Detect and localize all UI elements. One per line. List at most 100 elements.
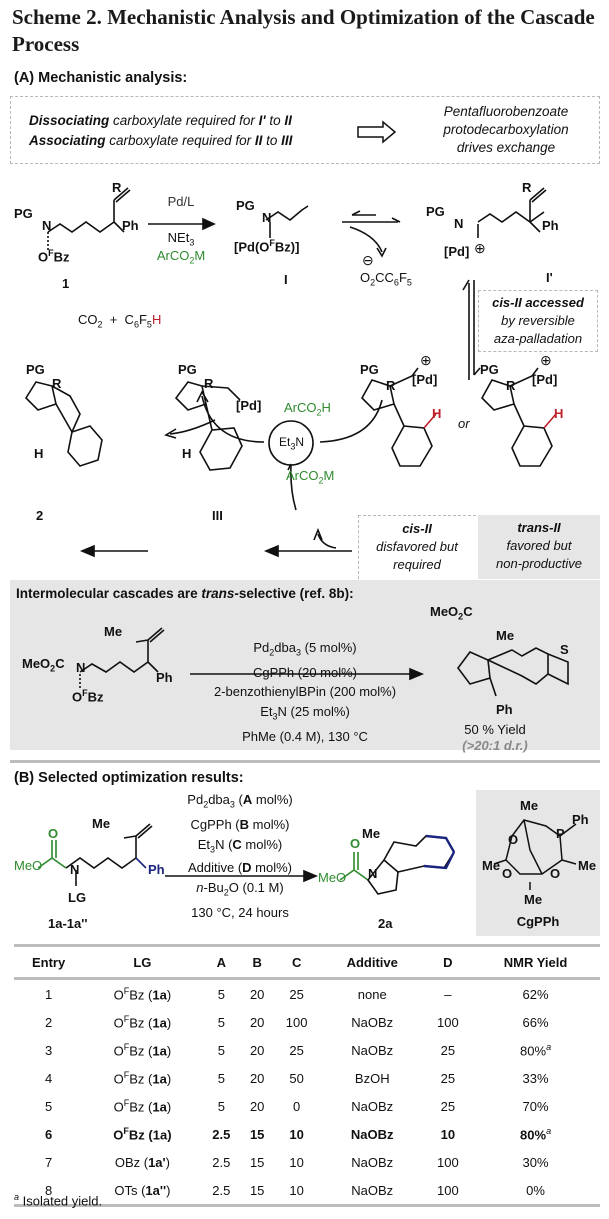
product-meo: MeO <box>318 870 347 885</box>
cell-c: 0 <box>293 1098 301 1114</box>
label-pd-ofbz: [Pd(OFBz)] <box>234 238 300 255</box>
label-r-III: R <box>204 376 214 391</box>
cell-yield: 33% <box>522 1070 549 1086</box>
header-a: A <box>201 944 242 980</box>
trans-charge-icon: ⊕ <box>540 352 552 368</box>
cell-entry: 5 <box>44 1098 53 1114</box>
optimization-conditions-bottom: Additive (D mol%) n-Bu2O (0.1 M) 130 °C,… <box>187 860 293 920</box>
substrate-carbonyl-o: O <box>48 826 59 841</box>
cell-c: 10 <box>289 1154 304 1170</box>
cell-b: 20 <box>249 1070 265 1086</box>
cell-b: 20 <box>249 1042 265 1058</box>
cell-d: 10 <box>440 1126 456 1142</box>
compound-label-III: III <box>212 508 223 523</box>
compound-1-bonds <box>47 187 131 233</box>
cell-entry: 6 <box>44 1126 53 1142</box>
cell-yield: 0% <box>471 1176 600 1207</box>
cell-additive: NaOBz <box>319 1176 425 1207</box>
cell-c: 10 <box>273 1176 320 1207</box>
note-line-2: Associating carboxylate required for II … <box>29 133 293 148</box>
cis-charge-icon: ⊕ <box>420 352 432 368</box>
cell-lg: OFBz (1a) <box>113 1097 172 1115</box>
cell-yield: 62% <box>522 986 549 1002</box>
cell-a: 5 <box>217 1042 225 1058</box>
ligand-me-top: Me <box>520 798 539 813</box>
label-pd-Iprime: [Pd] <box>444 244 470 259</box>
cell-additive: NaOBz <box>351 1042 394 1058</box>
cell-a: 5 <box>217 1014 225 1030</box>
cell-yield: 70% <box>522 1098 549 1114</box>
cell-b: 20 <box>249 1098 265 1114</box>
intermolecular-dr: (>20:1 d.r.) <box>462 738 528 753</box>
optimization-conditions-top: Pd2dba3 (A mol%) CgPPh (B mol%) Et3N (C … <box>187 792 293 855</box>
header-entry: Entry <box>14 944 84 980</box>
label-h-III: H <box>182 446 192 461</box>
cell-d: 100 <box>424 1176 472 1207</box>
label-r-1: R <box>112 180 122 195</box>
label-ph-1: Ph <box>122 218 139 233</box>
section-a-heading: (A) Mechanistic analysis: <box>14 70 188 86</box>
header-b: B <box>241 944 274 980</box>
ligand-o-2: O <box>502 866 513 881</box>
cell-c: 10 <box>289 1126 304 1142</box>
section-b-heading: (B) Selected optimization results: <box>14 770 244 786</box>
label-pg-I: PG <box>236 198 255 213</box>
cell-d: 100 <box>437 1154 459 1170</box>
cell-additive: none <box>357 986 387 1002</box>
cell-lg: OFBz (1a) <box>113 1013 172 1031</box>
ligand-o-1: O <box>508 832 519 847</box>
anion-label: O2CC6F5 <box>360 270 412 288</box>
mechanism-scheme <box>24 187 557 558</box>
compound-label-Iprime: I' <box>546 270 553 285</box>
substrate-me: Me <box>92 816 111 831</box>
header-yield: NMR Yield <box>471 944 600 980</box>
label-ofbz-1: OFBz <box>38 248 70 265</box>
substrate-n: N <box>70 862 80 877</box>
reagent-arco2m: ArCO2M <box>156 248 206 266</box>
intermolecular-ofbz: OFBz <box>72 688 104 705</box>
byproduct-label: CO2 + C6F5H <box>78 312 162 330</box>
label-pg-2: PG <box>26 362 45 377</box>
label-n-1: N <box>42 218 52 233</box>
intermolecular-conditions-top: Pd2dba3 (5 mol%) CgPPh (20 mol%) <box>252 640 358 680</box>
anion-charge-icon: ⊖ <box>362 252 374 268</box>
label-pg-III: PG <box>178 362 197 377</box>
substrate-ph: Ph <box>148 862 165 877</box>
label-pg-trans: PG <box>480 362 499 377</box>
cell-c: 100 <box>285 1014 308 1030</box>
label-r-Iprime: R <box>522 180 532 195</box>
intermolecular-me: Me <box>104 624 123 639</box>
acid-label: ArCO2H <box>284 400 331 418</box>
compound-label-2: 2 <box>36 508 44 523</box>
cell-additive: NaOBz <box>350 1126 394 1142</box>
ligand-label: CgPPh <box>516 914 560 929</box>
label-r-trans: R <box>506 378 516 393</box>
cell-d: 25 <box>440 1098 456 1114</box>
cell-additive: NaOBz <box>351 1154 394 1170</box>
cell-b: 15 <box>241 1176 274 1207</box>
product-carbonyl-o: O <box>350 836 361 851</box>
section-divider <box>10 760 600 763</box>
mechanism-note-box: Dissociating carboxylate required for I'… <box>10 96 600 164</box>
note-line-1: Dissociating carboxylate required for I'… <box>29 113 292 128</box>
cell-entry: 1 <box>44 986 53 1002</box>
cell-d: 25 <box>440 1042 456 1058</box>
intermolecular-n: N <box>76 660 86 675</box>
label-r-2: R <box>52 376 62 391</box>
product-me: Me <box>362 826 381 841</box>
cgpph-structure <box>493 819 577 890</box>
cell-c: 25 <box>289 1042 304 1058</box>
intermolecular-product-me: Me <box>496 628 515 643</box>
cell-a: 5 <box>217 986 225 1002</box>
cycle-base-label: Et3N <box>279 435 305 452</box>
intermolecular-conditions-bottom: 2-benzothienylBPin (200 mol%) Et3N (25 m… <box>213 684 397 744</box>
label-n-Iprime: N <box>454 216 464 231</box>
cell-lg: OFBz (1a) <box>113 985 172 1003</box>
label-h-2: H <box>34 446 44 461</box>
